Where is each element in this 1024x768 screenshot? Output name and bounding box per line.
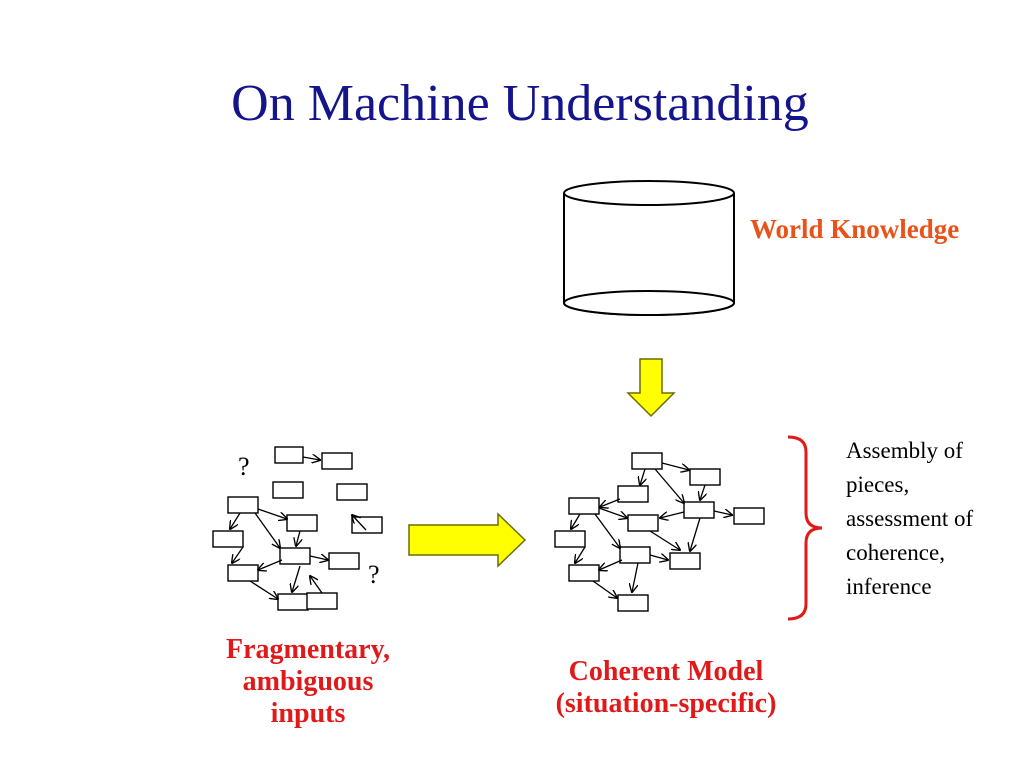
network-node <box>306 592 338 610</box>
network-link <box>249 580 278 599</box>
question-mark: ? <box>368 560 380 589</box>
network-node <box>631 452 663 470</box>
network-node <box>554 530 586 548</box>
network-link <box>654 468 684 503</box>
network-link <box>690 517 701 551</box>
network-node <box>212 530 244 548</box>
side-note-line: pieces, <box>846 472 910 497</box>
network-link <box>230 512 241 529</box>
caption-line: Fragmentary, <box>225 634 391 665</box>
network-link <box>661 462 689 470</box>
network-node <box>683 501 715 519</box>
network-link <box>600 498 621 507</box>
network-link <box>713 511 732 515</box>
network-link <box>575 546 586 563</box>
network-link <box>254 512 280 548</box>
coherent-network <box>554 452 765 612</box>
network-link <box>649 530 680 550</box>
network-link <box>258 559 283 570</box>
caption-line: Coherent Model <box>568 656 764 687</box>
network-link <box>632 562 639 592</box>
network-link <box>700 484 705 500</box>
network-node <box>277 593 309 611</box>
network-node <box>227 564 259 582</box>
question-mark: ? <box>238 452 250 481</box>
side-note: Assembly of pieces, assessment of cohere… <box>846 434 1016 604</box>
page-title: On Machine Understanding <box>231 75 809 132</box>
network-link <box>302 457 320 460</box>
network-node <box>274 446 304 464</box>
network-link <box>640 468 645 485</box>
network-node <box>336 483 368 501</box>
caption-line: (situation-specific) <box>555 688 777 719</box>
right-caption: Coherent Model (situation-specific) <box>516 656 816 720</box>
network-link <box>257 508 287 519</box>
network-node <box>617 594 649 612</box>
network-link <box>310 576 323 594</box>
left-caption: Fragmentary, ambiguous inputs <box>198 634 418 730</box>
network-link <box>598 507 627 518</box>
arrow-down-icon <box>626 358 676 418</box>
world-knowledge-label: World Knowledge <box>750 214 960 244</box>
network-node <box>321 452 353 470</box>
network-link <box>309 556 328 560</box>
side-note-line: coherence, <box>846 540 945 565</box>
network-node <box>286 514 318 532</box>
network-node <box>328 552 360 570</box>
network-node <box>272 481 304 499</box>
network-node <box>627 514 659 532</box>
network-node <box>279 547 311 565</box>
fragmentary-links <box>230 457 367 599</box>
network-link <box>352 515 367 531</box>
network-link <box>571 513 581 529</box>
coherent-links <box>571 462 732 598</box>
network-link <box>296 530 300 546</box>
side-note-line: inference <box>846 574 932 599</box>
side-note-line: assessment of <box>846 506 974 531</box>
caption-line: ambiguous <box>242 666 374 697</box>
caption-line: inputs <box>270 698 346 729</box>
network-link <box>232 546 244 563</box>
side-note-line: Assembly of <box>846 438 963 463</box>
network-link <box>660 511 685 518</box>
network-node <box>669 552 701 570</box>
network-link <box>594 513 620 548</box>
arrow-right-icon <box>408 512 527 568</box>
network-node <box>617 485 649 503</box>
network-node <box>733 507 765 525</box>
network-link <box>592 580 617 598</box>
fragmentary-network <box>212 446 383 611</box>
network-node <box>689 468 721 486</box>
network-node <box>568 497 600 515</box>
right-curly-brace-icon <box>787 435 823 621</box>
network-node <box>619 546 651 564</box>
network-link <box>649 555 668 560</box>
cylinder-icon <box>563 180 735 316</box>
network-node <box>568 564 600 582</box>
network-link <box>292 565 301 592</box>
network-node <box>227 496 259 514</box>
network-link <box>599 559 623 570</box>
